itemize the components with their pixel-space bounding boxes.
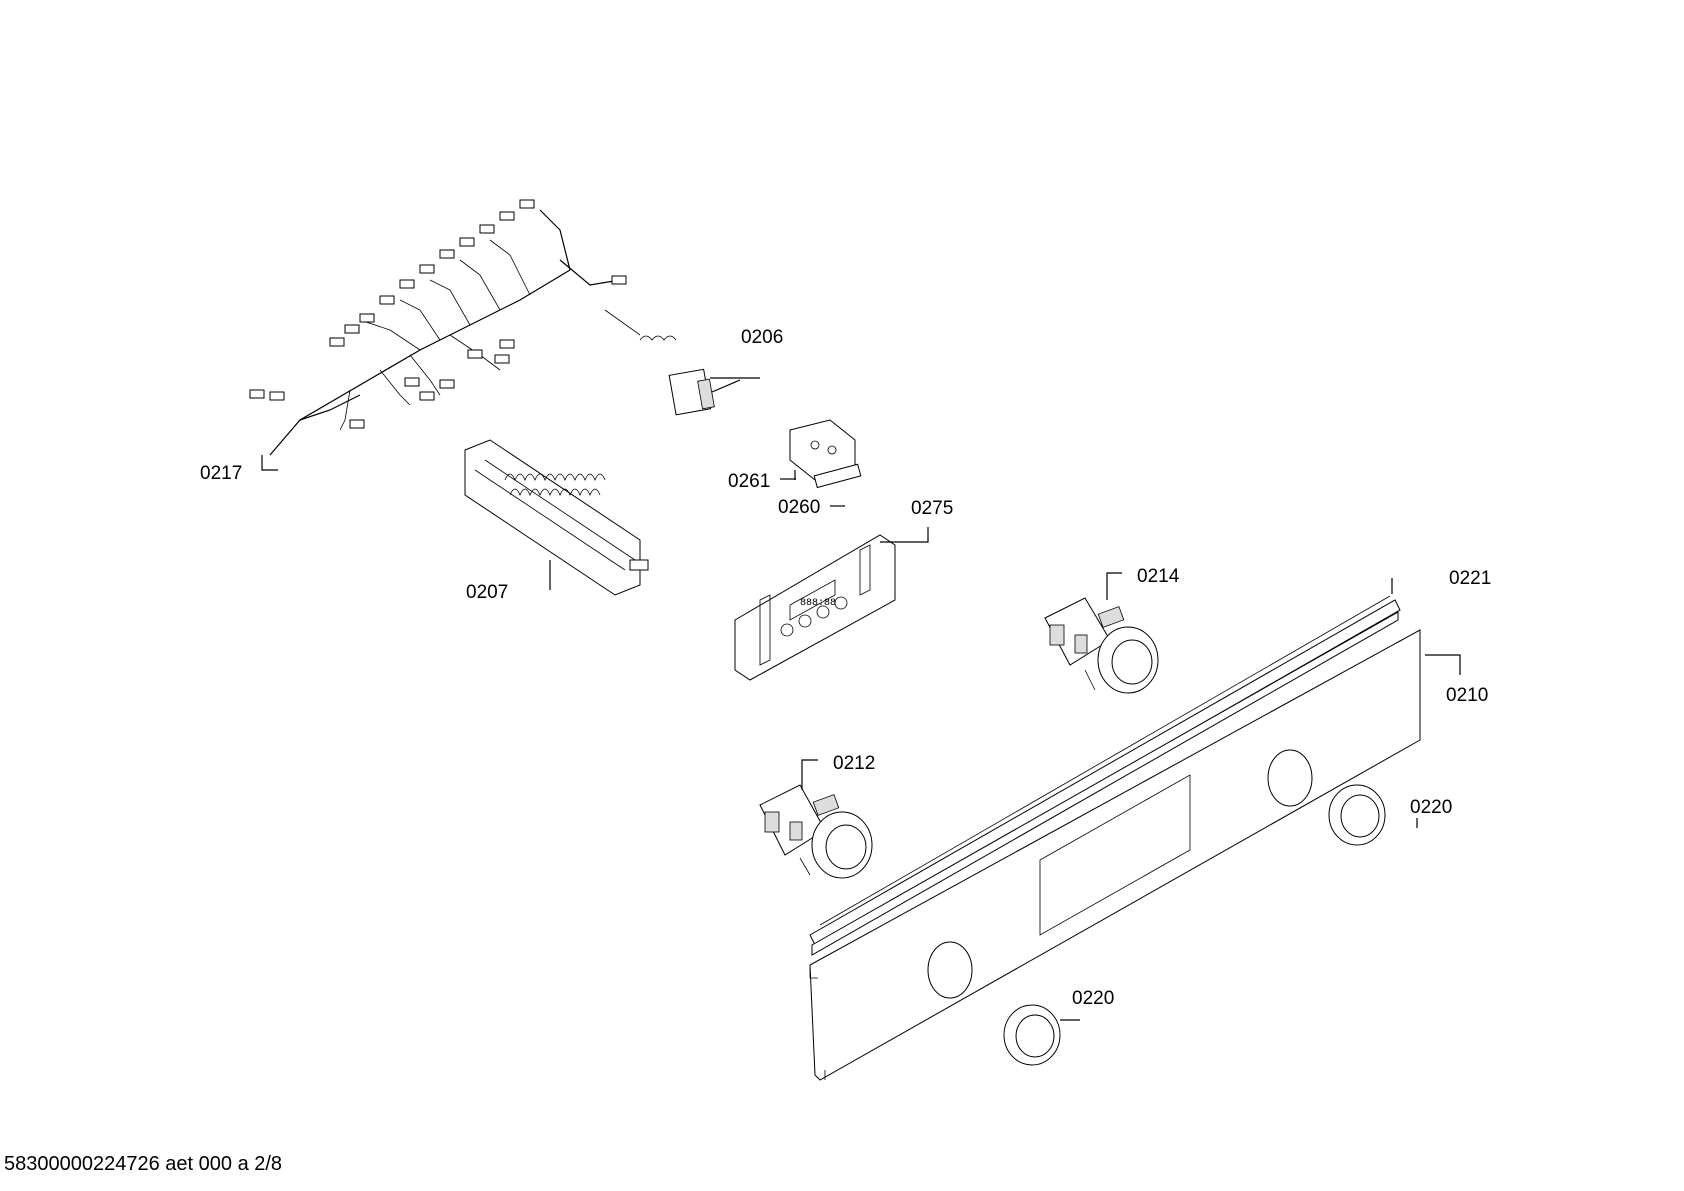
label-0206: 0206 <box>741 327 783 348</box>
label-0207: 0207 <box>466 582 508 603</box>
knob-assembly-0214 <box>1044 597 1159 694</box>
switch-0207 <box>464 439 649 596</box>
label-0221: 0221 <box>1449 568 1491 589</box>
label-0214: 0214 <box>1137 566 1180 587</box>
wiring-harness-0217 <box>249 199 627 471</box>
trim-strip-0221 <box>809 595 1401 956</box>
svg-text:888:88: 888:88 <box>800 598 836 609</box>
label-0212: 0212 <box>833 753 875 774</box>
label-0210: 0210 <box>1446 685 1488 706</box>
leader-0275 <box>880 527 929 543</box>
label-0217: 0217 <box>200 463 242 484</box>
label-0220-right: 0220 <box>1410 797 1452 818</box>
leader-0212 <box>801 759 818 790</box>
control-board-0275: 888:88 <box>734 534 896 681</box>
document-footer-id: 58300000224726 aet 000 a 2/8 <box>4 1153 283 1175</box>
label-0260: 0260 <box>778 497 820 518</box>
leader-0210 <box>1425 654 1461 675</box>
label-0261: 0261 <box>728 471 770 492</box>
ring-0220-right <box>1328 784 1386 846</box>
bracket-0261 <box>789 419 862 489</box>
thermostat-0206 <box>604 309 760 416</box>
front-panel-0210 <box>809 629 1421 1081</box>
leader-0214 <box>1106 572 1122 600</box>
label-0220-left: 0220 <box>1072 988 1114 1009</box>
knob-assembly-0212 <box>759 784 873 879</box>
ring-0220-left <box>1003 1004 1061 1066</box>
label-0275: 0275 <box>911 498 953 519</box>
